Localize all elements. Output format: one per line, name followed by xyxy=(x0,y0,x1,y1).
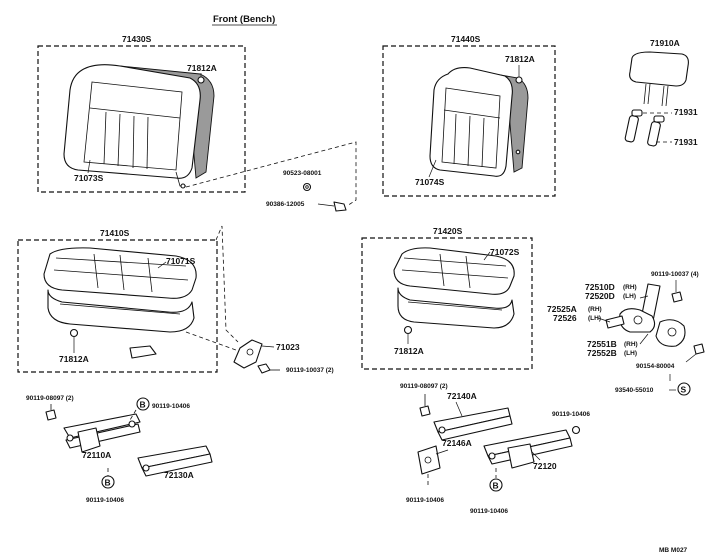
seatback-left xyxy=(63,64,215,189)
seatback-right-group-box xyxy=(382,45,556,197)
drawing-code: MB M027 xyxy=(659,547,688,554)
clip-71812a-cushion-right xyxy=(403,325,413,335)
label-71023: 71023 xyxy=(276,342,300,352)
adjuster-72110a xyxy=(63,413,141,453)
adjuster-72146a xyxy=(417,445,441,475)
diagram-title: Front (Bench) xyxy=(213,14,275,25)
label-90154-80004: 90154-80004 xyxy=(636,363,675,370)
bolt-90119-10406-right-2 xyxy=(571,425,581,435)
cushion-left xyxy=(43,247,197,359)
label-72525a: 72525A xyxy=(547,304,577,314)
tag-72510d-rh: (RH) xyxy=(623,284,637,291)
label-71410s: 71410S xyxy=(100,228,130,238)
label-72110a: 72110A xyxy=(82,450,111,460)
label-71812a-back-left: 71812A xyxy=(187,63,217,73)
label-93540-55010: 93540-55010 xyxy=(615,387,654,394)
label-71430s: 71430S xyxy=(122,34,152,44)
label-71420s: 71420S xyxy=(433,226,463,236)
tag-72552b-lh: (LH) xyxy=(624,350,637,357)
headrest-support-1 xyxy=(624,109,643,143)
bolt-90119-10037-hinge xyxy=(257,363,280,374)
cushion-right xyxy=(393,247,515,329)
clip-71812a-back-left xyxy=(197,76,205,84)
bolt-90386-12005 xyxy=(333,201,347,212)
clip-71812a-cushion-left xyxy=(69,328,79,338)
label-72552b: 72552B xyxy=(587,348,617,358)
marker-b-right-letter: B xyxy=(493,481,499,491)
marker-b-right: B xyxy=(489,478,503,492)
label-90119-10406-right-3: 90119-10406 xyxy=(470,508,508,515)
label-71812a-cushion-left: 71812A xyxy=(59,354,89,364)
label-90119-10406-right-1: 90119-10406 xyxy=(406,497,444,504)
label-71073s: 71073S xyxy=(74,173,104,183)
label-71071s: 71071S xyxy=(166,256,196,266)
screw-90154-80004 xyxy=(693,343,705,355)
label-71072s: 71072S xyxy=(490,247,520,257)
label-72130a: 72130A xyxy=(164,470,194,480)
marker-b-left-bottom-letter: B xyxy=(105,478,111,488)
seatback-right xyxy=(429,67,529,177)
label-90119-10037-4: 90119-10037 (4) xyxy=(651,271,699,278)
marker-b-left-top-letter: B xyxy=(140,400,146,410)
label-90523-08001: 90523-08001 xyxy=(283,170,322,177)
adjuster-72120 xyxy=(483,429,573,469)
label-71931-1: 71931 xyxy=(674,107,698,117)
headrest-support-2 xyxy=(647,115,665,147)
cushion-right-group-box xyxy=(361,237,533,370)
label-72520d: 72520D xyxy=(585,291,615,301)
label-90119-10037-2: 90119-10037 (2) xyxy=(286,367,334,374)
bolt-90119-10037-recliner xyxy=(671,291,683,303)
label-71910a: 71910A xyxy=(650,38,680,48)
label-72140a: 72140A xyxy=(447,391,477,401)
label-90119-08097-left: 90119-08097 (2) xyxy=(26,395,74,402)
tag-72526-lh: (LH) xyxy=(588,315,601,322)
label-72146a: 72146A xyxy=(442,438,472,448)
tag-72520d-lh: (LH) xyxy=(623,293,636,300)
label-90386-12005: 90386-12005 xyxy=(266,201,305,208)
label-72510d: 72510D xyxy=(585,282,615,292)
marker-b-left-top: B xyxy=(136,397,150,411)
label-90119-08097-right: 90119-08097 (2) xyxy=(400,383,448,390)
label-90119-10406-left-top: 90119-10406 xyxy=(152,403,190,410)
marker-b-left-bottom: B xyxy=(101,475,115,489)
snap-ring-marker: S xyxy=(677,382,691,396)
seatback-left-group-box xyxy=(37,45,246,193)
label-72120: 72120 xyxy=(533,461,557,471)
bolt-90119-08097-left xyxy=(45,404,57,421)
nut-90523-08001 xyxy=(302,182,312,192)
adjuster-72140a xyxy=(433,407,513,441)
headrest xyxy=(629,51,689,107)
label-71074s: 71074S xyxy=(415,177,445,187)
label-90119-10406-left-bottom: 90119-10406 xyxy=(86,497,124,504)
label-72551b: 72551B xyxy=(587,339,617,349)
label-71440s: 71440S xyxy=(451,34,481,44)
hinge-71023 xyxy=(233,339,263,369)
snap-ring-marker-letter: S xyxy=(681,385,687,395)
label-71931-2: 71931 xyxy=(674,137,698,147)
label-71812a-back-right: 71812A xyxy=(505,54,535,64)
tag-72525a-rh: (RH) xyxy=(588,306,602,313)
recliner-mechanism xyxy=(605,283,686,347)
cushion-left-group-box xyxy=(17,239,218,373)
tag-72551b-rh: (RH) xyxy=(624,341,638,348)
label-90119-10406-right-2: 90119-10406 xyxy=(552,411,590,418)
label-71812a-cushion-right: 71812A xyxy=(394,346,424,356)
clip-71812a-back-right xyxy=(515,76,523,84)
label-72526: 72526 xyxy=(553,313,577,323)
adjuster-72130a xyxy=(137,445,213,477)
bolt-90119-08097-right xyxy=(419,394,431,417)
